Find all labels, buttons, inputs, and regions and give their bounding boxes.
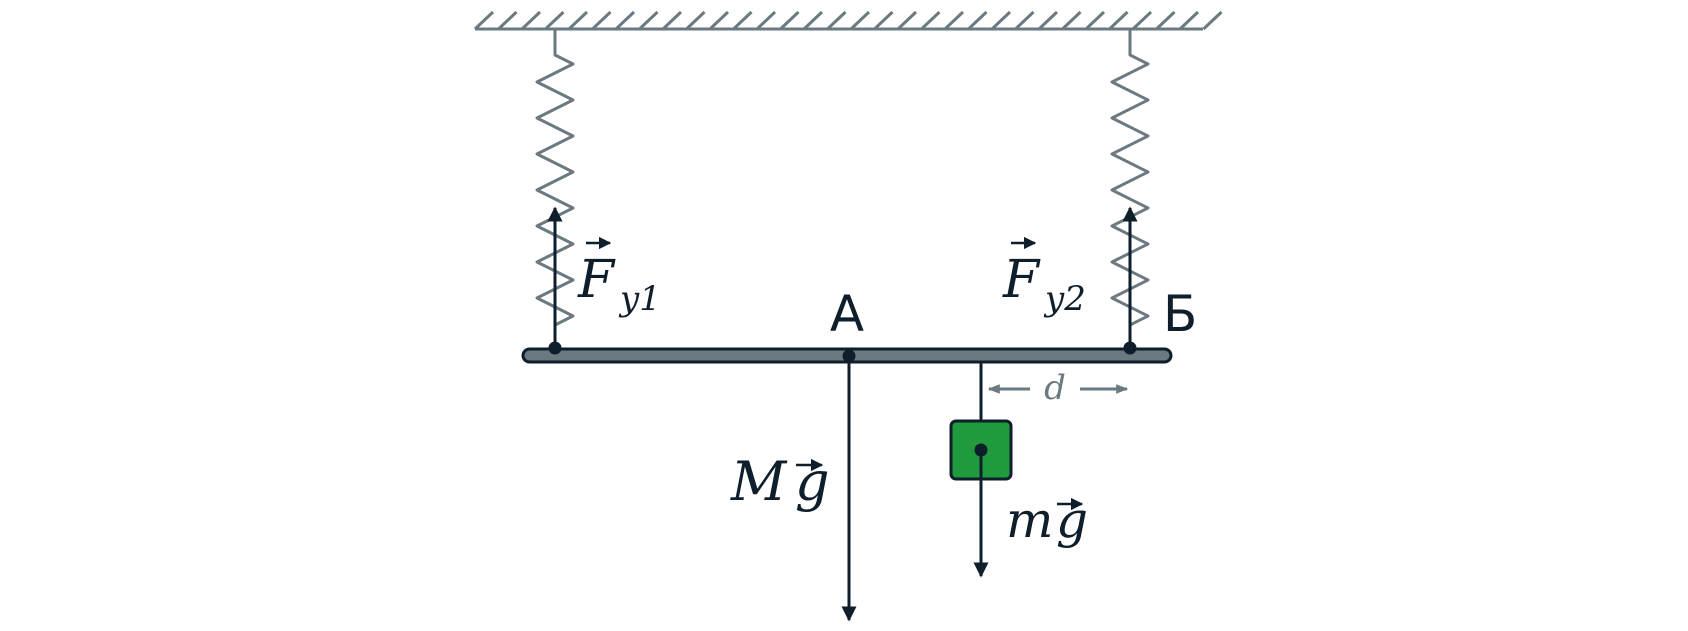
ceiling-hatch [1178,10,1200,31]
point-b-label: Б [1163,285,1197,343]
svg-text:F: F [1002,250,1041,310]
left-spring [535,29,575,348]
load-center-dot [974,443,988,457]
point-a-label: А [830,285,864,343]
svg-text:F: F [577,250,616,310]
ceiling-hatch [591,10,612,31]
force-left-label: F y1 [577,236,661,319]
ceiling-hatch [1014,10,1035,31]
svg-text:y1: y1 [618,279,661,319]
ceiling-hatch [567,10,589,31]
right-spring [1110,29,1150,348]
ceiling-hatch [943,10,965,31]
ceiling-hatch [779,10,800,31]
svg-text:m: m [1006,491,1053,549]
ceiling-hatch [614,10,636,31]
ceiling-hatch [732,10,753,31]
ceiling-hatch [497,10,518,31]
svg-text:M: M [730,450,788,513]
ceiling-hatch [990,10,1012,31]
point-center [842,349,856,363]
ceiling-hatch [896,10,918,31]
ceiling-hatch [544,10,565,31]
point-right-attach [1123,341,1137,355]
ceiling-hatch [1155,10,1176,31]
ceiling-hatch [473,10,495,31]
ceiling-hatch [1108,10,1129,31]
ceiling-hatch [1037,10,1059,31]
ceiling-hatch [826,10,847,31]
svg-text:y2: y2 [1043,279,1086,319]
ceiling-hatch [802,10,824,31]
load-weight-label: m g [1006,491,1088,549]
svg-text:g: g [1056,491,1088,549]
ceiling-hatch [685,10,706,31]
svg-text:g: g [795,450,830,513]
ceiling-hatch [967,10,988,31]
force-right-label: F y2 [1002,236,1086,319]
beam-weight-label: M g [730,450,830,513]
ceiling-hatch [1202,10,1223,31]
distance-label: d [1044,368,1066,408]
ceiling-hatch [520,10,542,31]
ceiling-hatch [638,10,659,31]
ceiling-hatch [1131,10,1153,31]
ceiling-hatch [873,10,894,31]
ceiling-hatch [1061,10,1082,31]
ceiling [473,10,1223,31]
ceiling-hatch [708,10,730,31]
ceiling-hatch [661,10,683,31]
ceiling-hatch [920,10,941,31]
ceiling-hatch [755,10,777,31]
point-left-attach [548,341,562,355]
ceiling-hatch [1084,10,1106,31]
ceiling-hatch [849,10,871,31]
